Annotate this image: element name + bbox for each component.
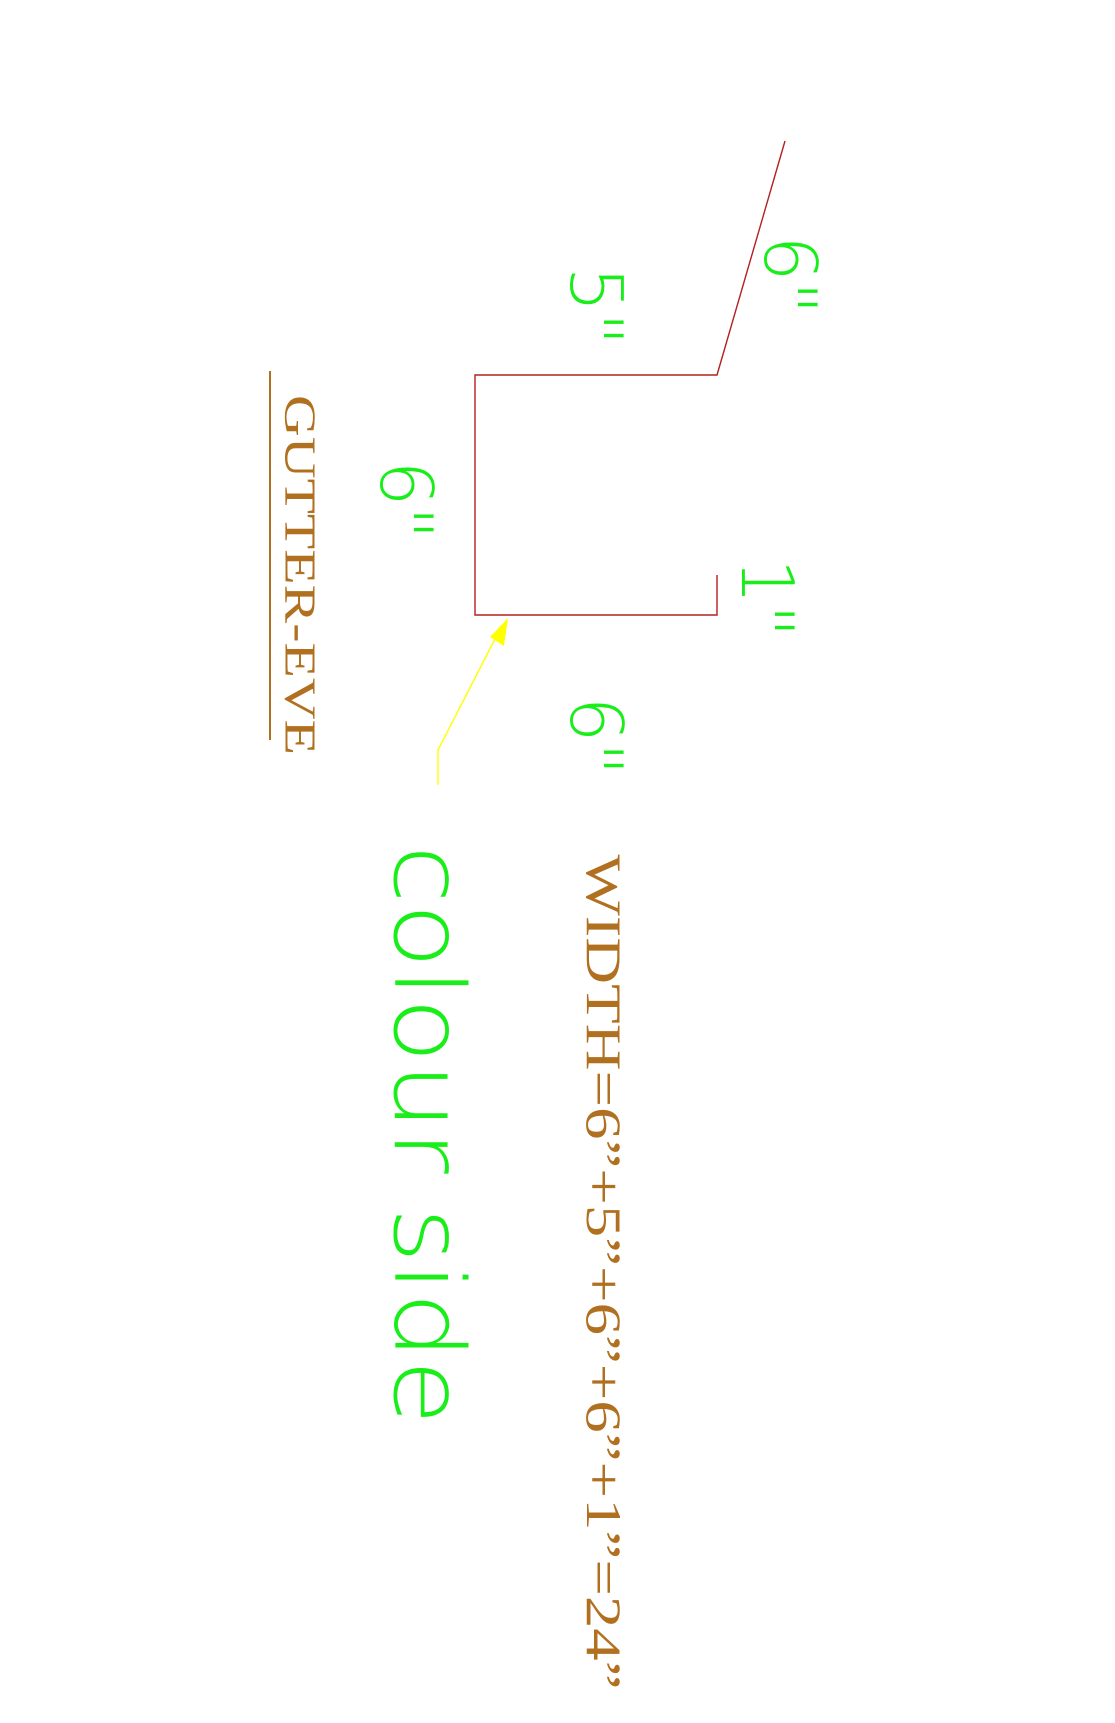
drawing-title: GUTTER-EVE — [276, 395, 325, 755]
dim-slope-label: 6" — [748, 236, 832, 315]
colour-side-pointer — [437, 634, 498, 785]
title-group: GUTTER-EVE — [276, 395, 325, 755]
dim-slope-group: 6" — [748, 236, 832, 315]
dim-top-group: 5" — [554, 267, 638, 346]
gutter-profile — [474, 140, 786, 616]
dim-back-group: 6" — [364, 461, 448, 540]
width-formula: WIDTH=6”+5”+6”+6”+1”=24” — [576, 855, 632, 1690]
colour-side-note: colour side — [372, 845, 484, 1425]
dim-lip-label: 1" — [725, 559, 809, 638]
dim-bottom-label: 6" — [554, 697, 638, 776]
formula-group: WIDTH=6”+5”+6”+6”+1”=24” — [576, 855, 632, 1690]
dim-back-label: 6" — [364, 461, 448, 540]
dim-lip-group: 1" — [725, 559, 809, 638]
arrow-head — [490, 618, 508, 646]
note-group: colour side — [372, 845, 484, 1425]
dim-top-label: 5" — [554, 267, 638, 346]
dim-bottom-group: 6" — [554, 697, 638, 776]
